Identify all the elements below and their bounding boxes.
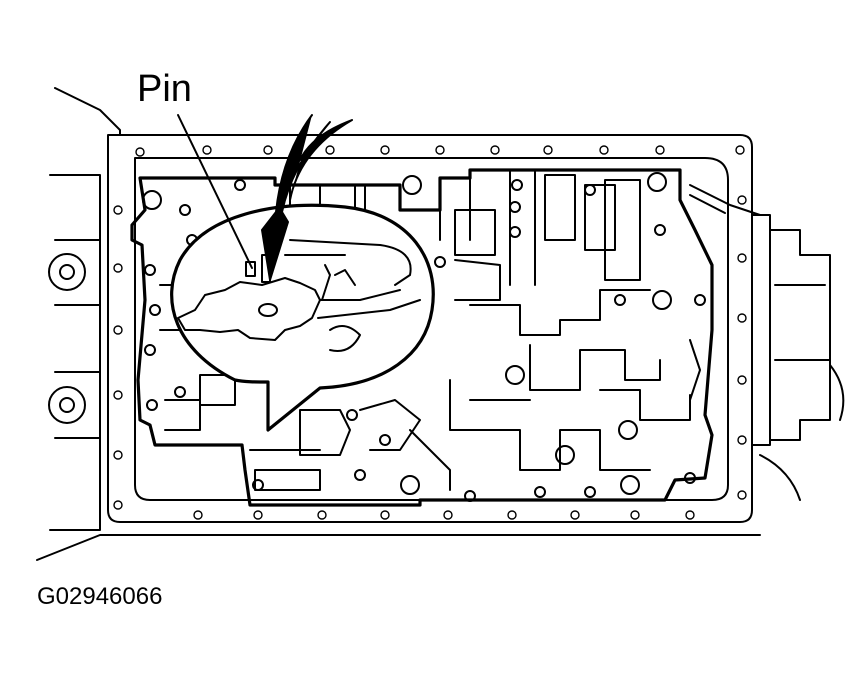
pin-label: Pin: [137, 68, 192, 110]
detail-callout: [170, 203, 435, 432]
figure-code: G02946066: [37, 583, 163, 610]
right-connector: [689, 184, 845, 501]
callout-arrow: [261, 114, 353, 281]
transmission-case: [36, 87, 761, 561]
pan-flange: [107, 134, 753, 523]
pin-leader-line: [177, 114, 253, 269]
